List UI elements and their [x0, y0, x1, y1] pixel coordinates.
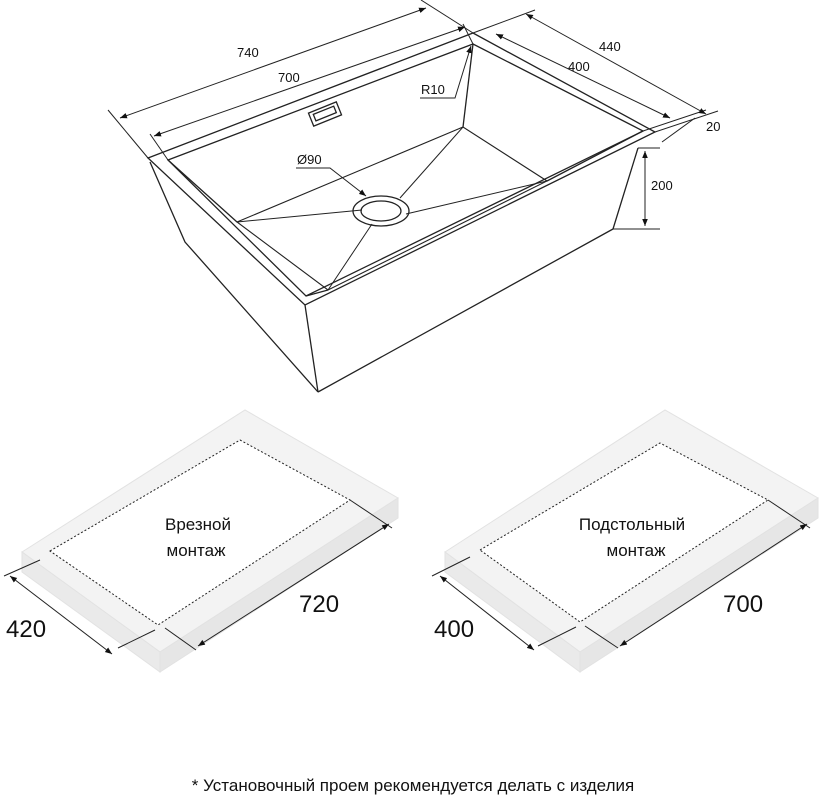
sink-body-right: [317, 147, 639, 393]
undermount-length: 700: [723, 591, 763, 618]
flush-mount-width: 420: [6, 616, 46, 643]
dim-400-line: [439, 575, 535, 651]
d90-leader: [296, 167, 367, 197]
footnote: * Установочный проем рекомендуется делат…: [191, 776, 635, 795]
dim-420-line: [9, 575, 113, 655]
sink-dimensions: [107, 0, 719, 230]
sink-dimension-labels: 740 700 440 400 R10 Ø90 200 20: [237, 39, 720, 193]
dim-20-line: [661, 117, 696, 143]
undermount-width: 400: [434, 616, 474, 643]
dim-440-line: [525, 13, 707, 115]
flush-mount-label-line2: монтаж: [167, 541, 227, 560]
flush-mount-cutout: Врезной монтаж 420 720: [3, 409, 399, 673]
dim-720-line: [197, 523, 390, 647]
dim-d90: Ø90: [297, 152, 322, 167]
sink-body-left: [149, 161, 319, 393]
undermount-cutout: Подстольный монтаж 400 700: [431, 409, 819, 673]
dim-400: 400: [568, 59, 590, 74]
rim-inner: [166, 43, 645, 297]
undermount-label-line2: монтаж: [607, 541, 667, 560]
bowl-edge-front: [305, 289, 329, 297]
bowl-edge-right: [546, 130, 644, 182]
r10-leader: [420, 45, 472, 99]
sink-drawing: [146, 32, 657, 393]
dim-20: 20: [706, 119, 720, 134]
dim-r10: R10: [421, 82, 445, 97]
dim-200: 200: [651, 178, 673, 193]
dim-740: 740: [237, 45, 259, 60]
dim-740-line: [119, 7, 427, 119]
drain-grooves: [236, 126, 548, 291]
dim-440: 440: [599, 39, 621, 54]
drain-outer: [352, 195, 410, 227]
dim-700: 700: [278, 70, 300, 85]
dim-700-line: [619, 523, 808, 647]
dim-400-line: [495, 33, 671, 119]
flush-mount-label-line1: Врезной: [165, 515, 231, 534]
drain-inner: [360, 200, 402, 222]
undermount-label-line1: Подстольный: [579, 515, 685, 534]
bowl-edge-left: [167, 159, 238, 223]
dim-700-line: [153, 26, 466, 137]
flush-mount-length: 720: [299, 591, 339, 618]
